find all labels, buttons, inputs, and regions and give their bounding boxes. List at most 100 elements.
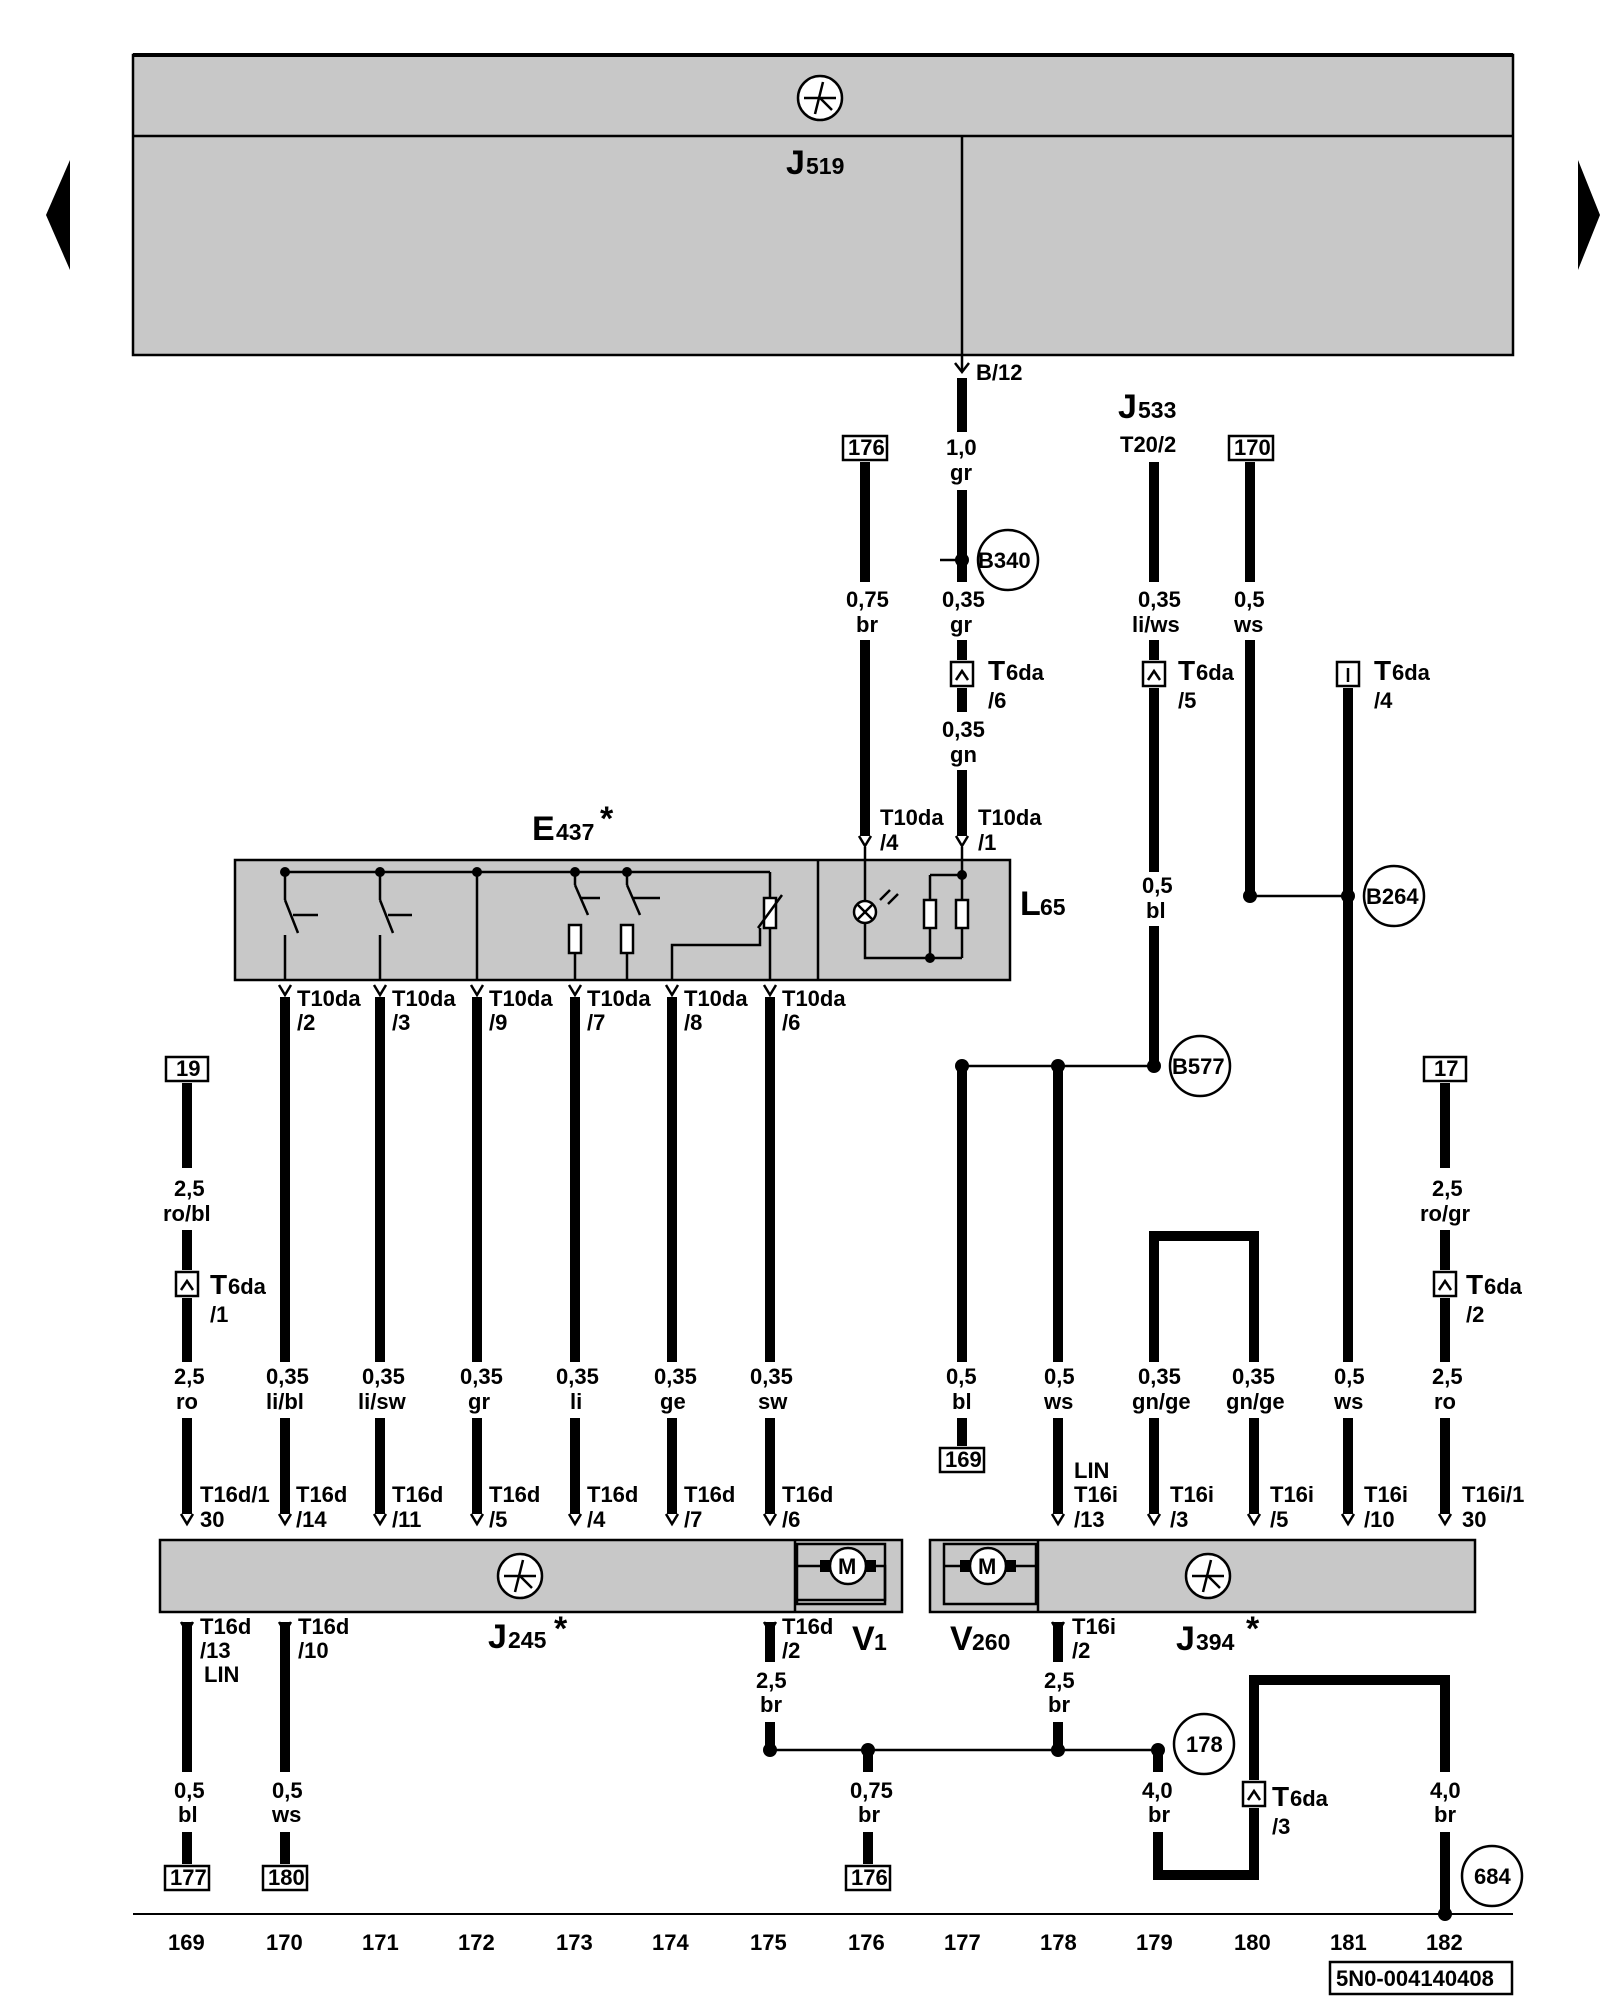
pin-number: /2 [782,1638,800,1663]
wire-color: ro/gr [1420,1201,1471,1226]
pin-t6da-sub: 6da [1484,1274,1523,1299]
node-b340-label: B340 [978,548,1031,573]
pin-t6da: T [1272,1781,1289,1812]
wire-color: ws [271,1802,301,1827]
wire-color: ro/bl [163,1201,211,1226]
wire-180: 170 0,5 ws [1227,434,1348,903]
pin-number: /5 [1178,688,1196,713]
j519-sub: 519 [806,153,844,179]
connector-icon [1241,1780,1267,1808]
wire-177-lower: 0,5 bl 169 [938,1059,1154,1474]
pin-number: /6 [988,688,1006,713]
wire-color: bl [178,1802,198,1827]
pin-t6da-sub: 6da [1196,660,1235,685]
column-number: 175 [750,1930,787,1955]
pin-t6da: T [210,1269,227,1300]
wire-color: br [760,1692,782,1717]
j394-letter: J [1176,1620,1195,1658]
pin-t10da: T10da [978,805,1042,830]
wire-182: 17 2,5 ro/gr T 6da /2 2,5 ro T16i/1 30 [1420,1055,1524,1532]
column-number: 181 [1330,1930,1367,1955]
pin-t16d: T16d [200,1614,251,1639]
ref-176: 176 [851,1865,888,1890]
e437-letter: E [532,810,555,848]
pin-t16d: T16d [782,1614,833,1639]
ref-box [163,1864,211,1892]
pin-number: /7 [684,1507,702,1532]
wire-size: 0,35 [1232,1364,1275,1389]
pin-number: /5 [1270,1507,1288,1532]
wire-color: gn/ge [1132,1389,1191,1414]
column-number: 173 [556,1930,593,1955]
wire-179-180-bridge: 0,35 gn/ge 0,35 gn/ge T16i /3 T16i /5 [1132,1231,1314,1532]
wire-177: B/12 1,0 gr B340 0,35 gr T 6da /6 0,35 g… [940,360,1045,855]
pin-t16d: T16d [489,1482,540,1507]
pin-number: /1 [210,1302,228,1327]
wire-color: ws [1333,1389,1363,1414]
column-numbers: 169 170 171 172 173 174 175 176 177 178 … [168,1930,1463,1955]
node-178-label: 178 [1186,1732,1223,1757]
column-number: 177 [944,1930,981,1955]
pin-number: 30 [200,1507,224,1532]
pin-t6da: T [1374,655,1391,686]
triangle-left-icon[interactable] [46,160,70,270]
pin-lin: LIN [204,1662,239,1687]
pin-t10da: T10da [489,986,553,1011]
wire-size: 0,5 [1044,1364,1075,1389]
ref-176: 176 [848,435,885,460]
triangle-right-icon[interactable] [1578,160,1600,270]
control-unit-j519: J 519 [131,53,1515,370]
control-unit-j394: M V 260 J 394 * [928,1538,1477,1658]
lower-wires: T16d /13 LIN 0,5 bl 177 T16d /10 0,5 ws … [163,1614,1524,1921]
pin-number: /14 [296,1507,327,1532]
wire-color: gr [950,612,972,637]
wire-color: gn [950,742,977,767]
node-684-label: 684 [1474,1864,1511,1889]
node-b577-label: B577 [1172,1054,1225,1079]
wire-size: 0,35 [750,1364,793,1389]
wire-size: 4,0 [1142,1778,1173,1803]
pin-number: /11 [392,1507,421,1532]
pin-t10da: T10da [297,986,361,1011]
wire-size: 0,35 [556,1364,599,1389]
pin-number: /4 [1374,688,1393,713]
wire-size: 2,5 [756,1668,787,1693]
pin-t16d: T16d [782,1482,833,1507]
node-b340 [976,528,1040,592]
pin-number: /13 [200,1638,231,1663]
wire-size: 0,35 [942,587,985,612]
pin-t6da: T [988,655,1005,686]
pin-number: /2 [297,1010,315,1035]
connector-icon [949,660,975,688]
wire-size: 2,5 [174,1176,205,1201]
wire-178: 0,5 ws LIN T16i /13 [1043,1066,1118,1532]
wire-size: 0,35 [942,717,985,742]
pin-t10da: T10da [880,805,944,830]
l65-sub: 65 [1040,894,1066,920]
ref-177: 177 [170,1865,207,1890]
wire-color: li/sw [358,1389,407,1414]
column-number: 182 [1426,1930,1463,1955]
node-b577 [1168,1034,1232,1098]
ref-box [841,434,889,462]
wire-176-top: 176 0,75 br T10da /4 [841,434,944,855]
wire-169: 19 2,5 ro/bl T 6da /1 2,5 ro [163,1055,267,1514]
wire-size: 0,35 [1138,587,1181,612]
pin-t10da: T10da [684,986,748,1011]
pin-number: /10 [298,1638,329,1663]
pin-number: /4 [587,1507,606,1532]
j245-letter: J [488,1618,507,1656]
j533-letter: J [1118,388,1137,426]
wire-size: 0,5 [1234,587,1265,612]
column-number: 179 [1136,1930,1173,1955]
node-178 [1172,1712,1236,1776]
pin-number: /3 [392,1010,410,1035]
ref-box [1422,1055,1468,1083]
pin-t16d: T16d [296,1482,347,1507]
wire-179-j533: J 533 T20/2 0,35 li/ws T 6da /5 0,5 bl B… [1118,388,1235,1098]
pin-t10da: T10da [587,986,651,1011]
connector-icon [174,1270,200,1298]
pin-t16d1: T16d/1 [200,1482,270,1507]
node-b264-label: B264 [1366,884,1419,909]
e437-sub: 437 [556,819,594,845]
